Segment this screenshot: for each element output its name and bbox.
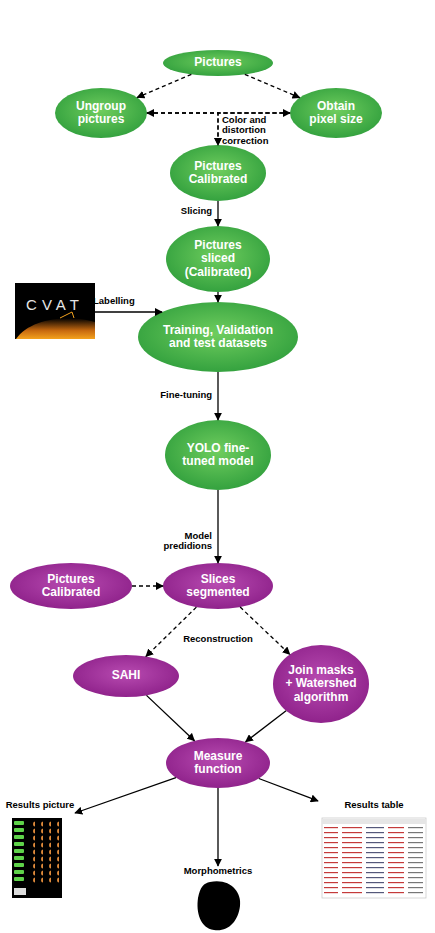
- flow-arrow: [146, 695, 194, 740]
- process-ellipse: Pictures Calibrated: [170, 145, 266, 201]
- flow-arrow: [75, 778, 176, 813]
- ellipse-fill: [290, 88, 382, 138]
- flow-arrow: [217, 292, 218, 302]
- ellipse-fill: [166, 738, 270, 788]
- edge-label: Model predidions: [140, 531, 212, 552]
- flow-arrow: [95, 311, 162, 312]
- node-label: Measure function: [179, 750, 257, 777]
- edge-label: Labelling: [93, 296, 153, 306]
- node-content: Ungroup pictures: [55, 88, 147, 138]
- node-content: Slices segmented: [163, 563, 273, 609]
- result-heading: Results picture: [6, 800, 75, 811]
- ellipse-fill: [73, 655, 179, 697]
- logo-glow: [16, 318, 95, 339]
- flow-arrow: [217, 372, 218, 420]
- flow-arrow: [137, 74, 191, 97]
- edge-label: Slicing: [150, 206, 212, 216]
- flow-arrow: [240, 607, 290, 654]
- scale-card: [14, 888, 26, 895]
- flow-arrow: [246, 711, 286, 742]
- edge-label: Fine-tuning: [140, 390, 212, 400]
- process-ellipse: Pictures Calibrated: [10, 563, 132, 609]
- seed-column: [14, 821, 26, 884]
- table-header: [322, 819, 426, 824]
- node-content: YOLO fine-tuned model: [165, 420, 271, 490]
- flow-arrow: [245, 74, 300, 97]
- flow-arrow: [217, 788, 218, 866]
- node-label: Pictures sliced (Calibrated): [179, 239, 257, 279]
- table-rows: [322, 826, 426, 896]
- process-ellipse: Ungroup pictures: [55, 88, 147, 138]
- ellipse-fill: [166, 226, 270, 292]
- process-ellipse: Pictures sliced (Calibrated): [166, 226, 270, 292]
- flow-arrow: [259, 778, 318, 800]
- node-content: Obtain pixel size: [290, 88, 382, 138]
- seed-silhouette: [198, 881, 241, 930]
- flow-arrow: [147, 113, 218, 145]
- node-content: Join masks + Watershed algorithm: [273, 645, 369, 723]
- node-label: Pictures: [194, 56, 241, 69]
- node-content: Pictures: [163, 50, 273, 76]
- edge-label: Reconstruction: [168, 634, 268, 644]
- ellipse-fill: [163, 50, 273, 76]
- process-ellipse: YOLO fine-tuned model: [165, 420, 271, 490]
- node-label: Obtain pixel size: [304, 100, 368, 127]
- process-ellipse: Obtain pixel size: [290, 88, 382, 138]
- results-picture-frame: [12, 818, 62, 898]
- node-content: Measure function: [166, 738, 270, 788]
- ellipse-fill: [165, 420, 271, 490]
- node-label: Join masks + Watershed algorithm: [285, 664, 357, 704]
- node-label: YOLO fine-tuned model: [178, 442, 258, 469]
- seed-column: [53, 821, 59, 884]
- process-ellipse: Join masks + Watershed algorithm: [273, 645, 369, 723]
- result-heading: Morphometrics: [184, 866, 253, 877]
- node-content: Pictures Calibrated: [10, 563, 132, 609]
- node-content: Pictures Calibrated: [170, 145, 266, 201]
- ellipse-fill: [55, 88, 147, 138]
- node-label: Ungroup pictures: [68, 100, 134, 127]
- flow-arrow: [146, 607, 196, 656]
- ellipse-fill: [273, 645, 369, 723]
- seed-column: [45, 821, 51, 884]
- node-label: Pictures Calibrated: [25, 573, 117, 600]
- process-ellipse: Slices segmented: [163, 563, 273, 609]
- result-heading: Results table: [344, 800, 403, 811]
- flow-arrow: [217, 201, 218, 226]
- results-table-sheet: [322, 818, 426, 898]
- seed-column: [37, 821, 43, 884]
- flow-arrow: [217, 490, 218, 563]
- process-ellipse: SAHI: [73, 655, 179, 697]
- node-content: SAHI: [73, 655, 179, 697]
- node-label: Training, Validation and test datasets: [152, 324, 283, 351]
- ellipse-fill: [10, 563, 132, 609]
- process-ellipse: Pictures: [163, 50, 273, 76]
- flow-arrow: [132, 585, 163, 586]
- node-label: CVAT: [26, 297, 84, 314]
- seed-column: [29, 821, 35, 884]
- ellipse-fill: [170, 145, 266, 201]
- process-ellipse: Measure function: [166, 738, 270, 788]
- node-content: Pictures sliced (Calibrated): [166, 226, 270, 292]
- ellipse-fill: [163, 563, 273, 609]
- node-label: SAHI: [112, 669, 141, 682]
- logo-mark: [60, 312, 74, 318]
- node-label: Pictures Calibrated: [182, 160, 254, 187]
- edge-label: Color and distortion correction: [222, 115, 276, 146]
- node-label: Slices segmented: [177, 573, 260, 600]
